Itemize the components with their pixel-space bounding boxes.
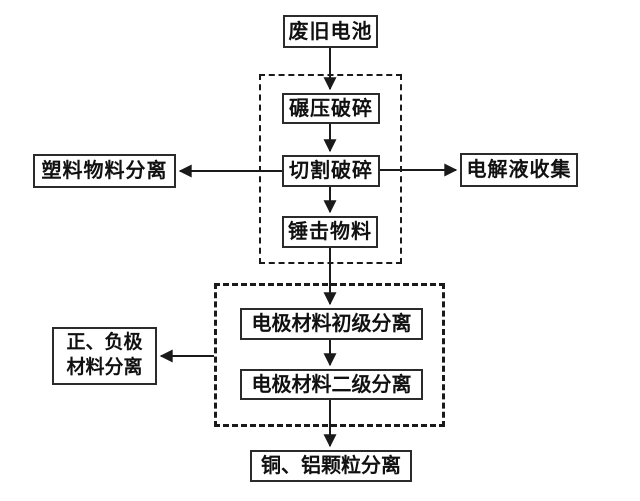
node-electrolyte-collection: 电解液收集 [460, 153, 578, 187]
node-electrode-secondary-separation: 电极材料二级分离 [240, 369, 423, 400]
node-electrode-primary-separation: 电极材料初级分离 [240, 308, 423, 340]
node-cutting-crushing: 切割破碎 [282, 155, 380, 187]
node-copper-aluminum-particle-separation: 铜、铝颗粒分离 [250, 450, 412, 482]
node-waste-battery: 废旧电池 [283, 15, 378, 48]
node-hammer-material: 锤击物料 [282, 216, 378, 248]
node-positive-negative-material-separation: 正、负极 材料分离 [52, 327, 157, 385]
node-plastic-material-separation: 塑料物料分离 [33, 154, 176, 188]
node-roll-crushing: 碾压破碎 [282, 93, 380, 124]
